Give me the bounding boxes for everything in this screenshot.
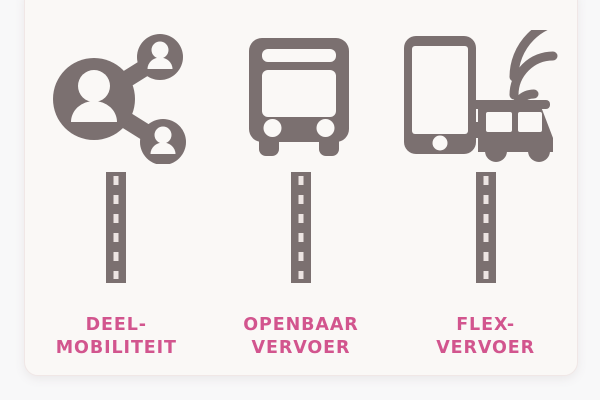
transport-mode-label: DEEL- MOBILITEIT <box>56 314 177 360</box>
road-dashes <box>483 176 489 279</box>
transport-mode-item-deelmobiliteit[interactable]: DEEL- MOBILITEIT <box>24 0 209 390</box>
phone-van-wifi-icon <box>398 26 573 166</box>
transport-mode-item-flex-vervoer[interactable]: FLEX- VERVOER <box>393 0 578 390</box>
transport-mode-label: FLEX- VERVOER <box>436 314 535 360</box>
transport-modes-list: DEEL- MOBILITEIT <box>24 0 578 390</box>
label-line-1: OPENBAAR <box>243 315 359 335</box>
label-line-2: MOBILITEIT <box>55 338 177 359</box>
road-dashes <box>113 176 119 279</box>
label-line-1: FLEX- <box>456 315 516 335</box>
label-line-2: VERVOER <box>251 338 351 359</box>
label-line-2: VERVOER <box>436 338 536 359</box>
bus-icon <box>213 26 388 166</box>
road-graphic <box>290 172 311 283</box>
transport-mode-label: OPENBAAR VERVOER <box>243 314 358 360</box>
transport-mode-item-openbaar-vervoer[interactable]: OPENBAAR VERVOER <box>209 0 394 390</box>
smartphone-shape <box>403 36 476 154</box>
road-dashes <box>298 176 304 279</box>
road-graphic <box>475 172 496 283</box>
label-line-1: DEEL- <box>85 315 147 335</box>
van-shape <box>467 100 553 162</box>
road-graphic <box>106 172 127 283</box>
share-people-icon <box>29 26 204 166</box>
